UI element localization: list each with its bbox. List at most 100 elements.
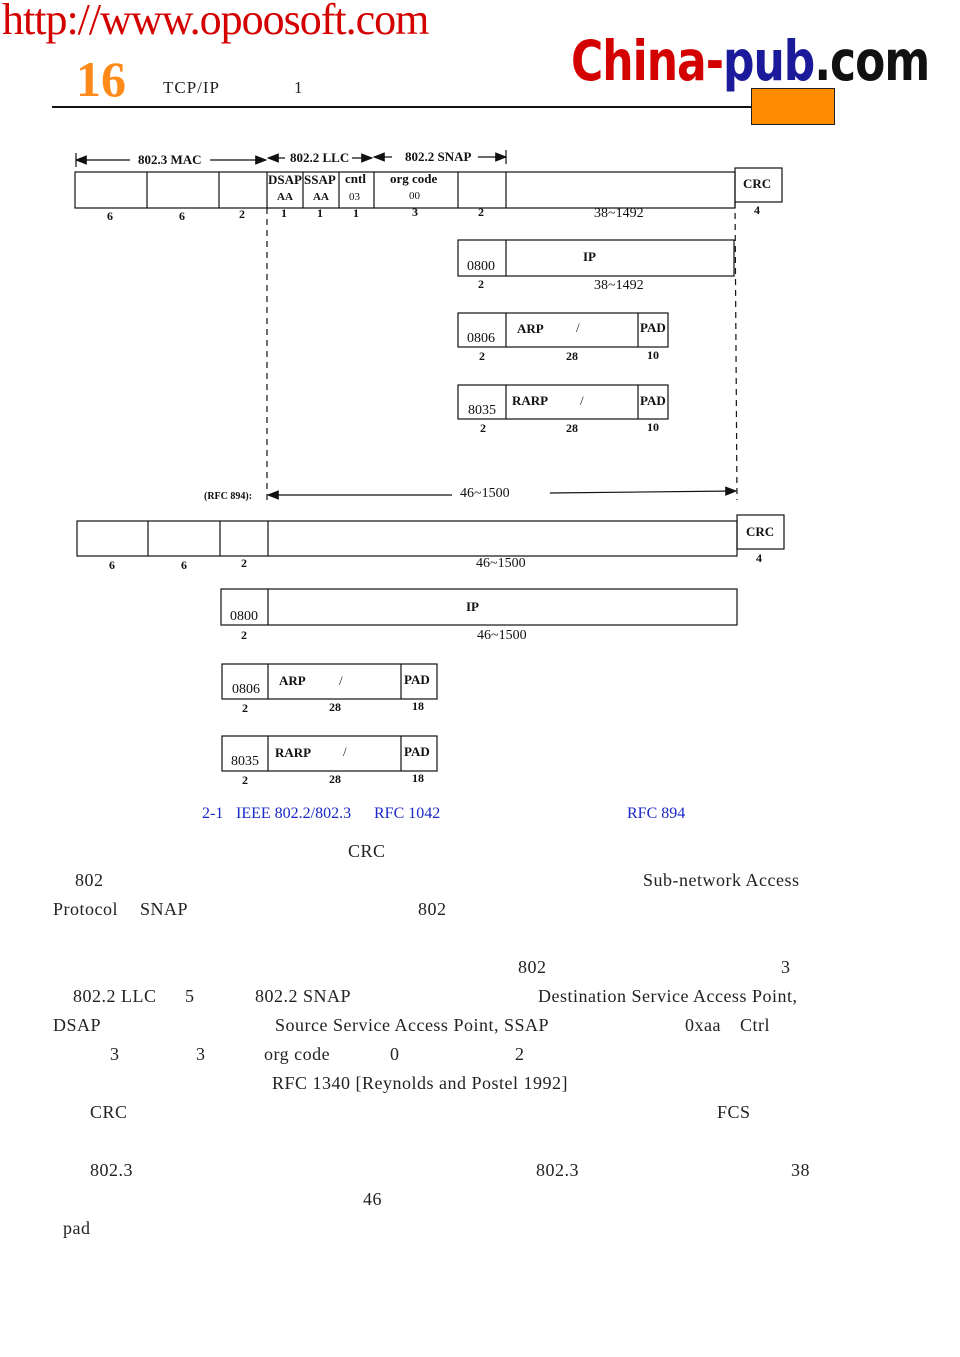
bottom-rarp-pad: PAD [404,744,430,759]
page-number: 16 [76,51,126,107]
top-size-ssap: 1 [317,206,323,220]
text-3-a: 3 [781,957,791,977]
bottom-arp-pad: PAD [404,672,430,687]
text-org-code: org code [264,1044,331,1064]
top-arp-pad: PAD [640,320,666,335]
china-pub-logo: China-pub.com [571,30,930,94]
text-snap-full: Sub-network Access [643,870,800,890]
top-size-dsap: 1 [281,206,287,220]
bottom-size-src: 6 [181,558,187,572]
text-0: 0 [390,1044,400,1064]
text-8023-1: 802.3 [90,1160,133,1180]
llc-label: 802.2 LLC [290,150,349,165]
ssap-label: SSAP [304,172,336,187]
text-0xaa: 0xaa [685,1015,721,1035]
dsap-value: AA [277,191,293,203]
bottom-ip-type: 0800 [230,609,258,624]
top-rarp-s2: 28 [566,421,578,435]
cntl-value: 03 [349,191,361,203]
bottom-ip-size-data: 46~1500 [477,628,527,643]
top-size-dst: 6 [107,209,113,223]
top-arp-type: 0806 [467,331,495,346]
caption-rfc894: RFC 894 [627,805,686,822]
text-crc-2: CRC [90,1102,128,1122]
bottom-arp-slash: / [339,673,343,688]
top-arp-slash: / [576,320,580,335]
text-38: 38 [791,1160,810,1180]
top-rarp-s1: 2 [480,421,486,435]
text-802-2: 802 [418,899,447,919]
bottom-arp-type: 0806 [232,682,260,697]
book-title: TCP/IP [163,78,221,97]
bottom-size-dst: 6 [109,558,115,572]
top-rarp-pad: PAD [640,393,666,408]
header-url[interactable]: http://www.opoosoft.com [2,0,429,44]
bottom-rarp-s2: 28 [329,772,341,786]
header-rule [52,106,752,108]
bottom-ip-label: IP [466,599,479,614]
text-ssap-full: Source Service Access Point, SSAP [275,1015,549,1035]
top-rarp-type: 8035 [468,403,496,418]
text-snap: SNAP [140,899,189,919]
text-dsap-full: Destination Service Access Point, [538,986,798,1006]
bottom-size-type: 2 [241,556,247,570]
top-size-src: 6 [179,209,185,223]
text-5: 5 [185,986,195,1006]
text-rfc1340: RFC 1340 [Reynolds and Postel 1992] [272,1073,569,1093]
top-size-cntl: 1 [353,206,359,220]
mac-label: 802.3 MAC [138,152,202,167]
top-size-type: 2 [478,205,484,219]
org-code-value: 00 [409,190,421,202]
text-3-c: 3 [196,1044,206,1064]
text-2: 2 [515,1044,525,1064]
bottom-rarp-s1: 2 [242,773,248,787]
bottom-size-data: 46~1500 [476,556,526,571]
cntl-label: cntl [345,171,366,186]
text-dsap: DSAP [53,1015,102,1035]
bottom-arp-s3: 18 [412,699,424,713]
snap-label: 802.2 SNAP [405,149,472,164]
volume-number: 1 [294,78,303,97]
logo-part2: pub [722,30,815,94]
bottom-crc-label: CRC [746,524,774,539]
bottom-rarp-slash: / [343,744,347,759]
top-ip-type: 0800 [467,259,495,274]
bottom-ip-size-type: 2 [241,628,247,642]
logo-part3: .com [814,30,930,94]
text-pad: pad [63,1218,91,1238]
text-snap-2: 802.2 SNAP [255,986,352,1006]
top-rarp-label: RARP [512,393,548,408]
text-fcs: FCS [717,1102,751,1122]
frame-format-diagram: 802.3 MAC 802.2 LLC 802.2 SNAP DSAP SSAP… [74,149,785,787]
top-crc-label: CRC [743,176,771,191]
bottom-rarp-s3: 18 [412,771,424,785]
text-8023-2: 802.3 [536,1160,579,1180]
bottom-rarp-type: 8035 [231,754,259,769]
rfc894-label: (RFC 894): [204,491,252,502]
text-3-b: 3 [110,1044,120,1064]
text-802-1: 802 [75,870,104,890]
text-ctrl: Ctrl [740,1015,771,1035]
logo-part1: China- [571,30,724,94]
text-46: 46 [363,1189,382,1209]
org-code-label: org code [390,171,438,186]
dsap-label: DSAP [268,172,302,187]
top-arp-s2: 28 [566,349,578,363]
top-rarp-slash: / [580,393,584,408]
bottom-arp-s1: 2 [242,701,248,715]
logo-orange-block [751,88,835,125]
top-arp-s1: 2 [479,349,485,363]
bottom-arp-s2: 28 [329,700,341,714]
top-size-len: 2 [239,207,245,221]
top-ip-size-data: 38~1492 [594,278,644,293]
top-size-crc: 4 [754,203,760,217]
bottom-size-crc: 4 [756,551,762,565]
caption-rfc1042: RFC 1042 [374,805,441,822]
rfc894-range: 46~1500 [460,486,510,501]
bottom-arp-label: ARP [279,673,306,688]
text-protocol: Protocol [53,899,118,919]
text-crc-1: CRC [348,841,386,861]
top-rarp-s3: 10 [647,420,659,434]
top-arp-label: ARP [517,321,544,336]
top-size-data: 38~1492 [594,206,644,221]
